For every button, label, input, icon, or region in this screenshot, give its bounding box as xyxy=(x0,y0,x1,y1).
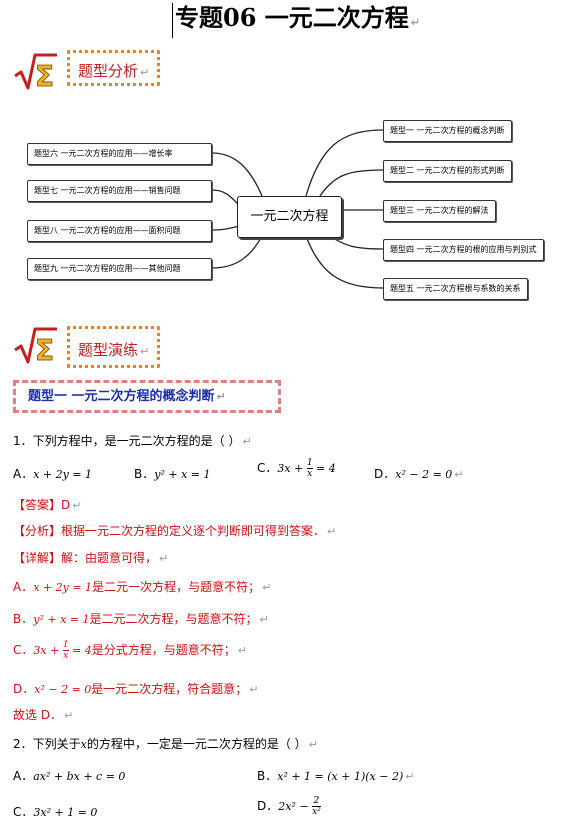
mind-map-center: 一元二次方程 xyxy=(237,196,342,238)
q2-option-a: A．ax² + bx + c = 0 xyxy=(13,769,126,783)
section-practice-box: 题型演练↵ xyxy=(67,326,161,368)
mind-map-node-right: 题型五 一元二次方程根与系数的关系 xyxy=(383,278,528,300)
q1-option-a: A．x + 2y = 1 xyxy=(13,467,93,481)
q1-explain-d: D．x² − 2 = 0是一元二次方程，符合题意；↵ xyxy=(13,682,259,696)
sqrt-sigma-icon: Σ xyxy=(14,327,57,366)
question-2-stem: 2．下列关于x的方程中，一定是一元二次方程的是（ ）↵ xyxy=(13,737,318,751)
q1-detail: 【详解】解：由题意可得，↵ xyxy=(13,551,169,565)
q2-option-c: C．3x² + 1 = 0 xyxy=(13,805,98,819)
page-title: 专题06 一元二次方程↵ xyxy=(172,3,420,38)
mind-map-node-right: 题型四 一元二次方程的根的应用与判别式 xyxy=(383,239,544,261)
sqrt-sigma-icon: Σ xyxy=(14,53,57,92)
mind-map-node-left: 题型九 一元二次方程的应用——其他问题 xyxy=(27,258,212,280)
mind-map-node-left: 题型六 一元二次方程的应用——增长率 xyxy=(27,143,212,165)
mind-map-connectors xyxy=(211,129,384,289)
q1-option-b: B．y² + x = 1 xyxy=(134,467,211,481)
q1-analysis: 【分析】根据一元二次方程的定义逐个判断即可得到答案．↵ xyxy=(13,524,337,538)
mind-map-node-right: 题型一 一元二次方程的概念判断 xyxy=(383,120,512,142)
mind-map-node-right: 题型三 一元二次方程的解法 xyxy=(383,200,496,222)
svg-text:Σ: Σ xyxy=(35,60,54,92)
section-analysis-box: 题型分析↵ xyxy=(67,50,161,86)
return-mark-icon: ↵ xyxy=(410,16,420,29)
q1-explain-a: A．x + 2y = 1是二元一次方程，与题意不符；↵ xyxy=(13,580,272,594)
question-1-stem: 1．下列方程中，是一元二次方程的是（ ）↵ xyxy=(13,434,252,448)
topic-heading-box: 题型一 一元二次方程的概念判断↵ xyxy=(13,380,281,413)
mind-map-node-left: 题型八 一元二次方程的应用——面积问题 xyxy=(27,220,212,242)
mind-map-node-right: 题型二 一元二次方程的形式判断 xyxy=(383,160,512,182)
q1-conclusion: 故选 D．↵ xyxy=(13,708,74,722)
mind-map-node-left: 题型七 一元二次方程的应用——销售问题 xyxy=(27,180,212,202)
q1-option-d: D．x² − 2 = 0↵ xyxy=(374,467,464,481)
q1-answer: 【答案】D↵ xyxy=(13,498,82,512)
svg-text:Σ: Σ xyxy=(35,334,54,366)
q1-explain-b: B．y² + x = 1是二元二次方程，与题意不符；↵ xyxy=(13,612,269,626)
mind-map: 一元二次方程 题型一 一元二次方程的概念判断 题型二 一元二次方程的形式判断 题… xyxy=(0,108,579,308)
q2-option-b: B．x² + 1 = (x + 1)(x − 2)↵ xyxy=(257,769,415,783)
